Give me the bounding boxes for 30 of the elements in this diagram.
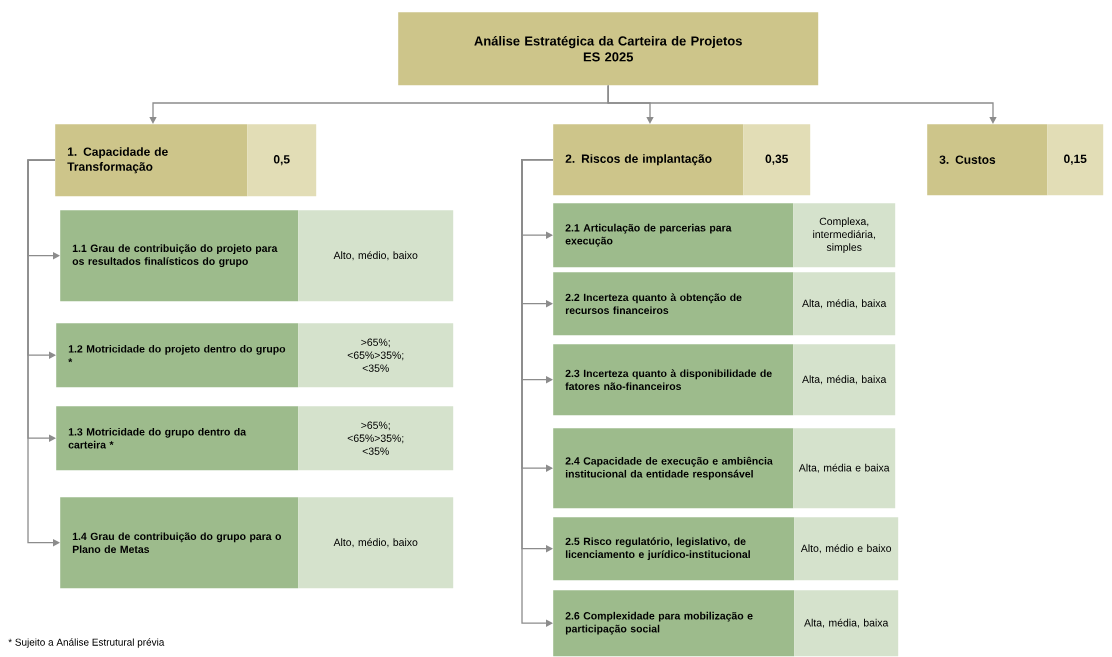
subcriterion-box: 2.4 Capacidade de execução e ambiência institucional da entidade responsável Alta, média e baixa [553,428,896,509]
criterion-box: 1. Capacidade de Transformação 0,5 [55,124,317,197]
subcriterion-box: 2.6 Complexidade para mobilização e participação social Alta, média, baixa [553,590,899,657]
node-label: Alto, médio e baixo [800,544,892,554]
subcriterion-box: 2.3 Incerteza quanto à disponibilidade de fatores não-financeiros Alta, média, baixa [553,344,896,416]
arrow [521,159,554,627]
subcriterion-box: 2.5 Risco regulatório, legislativo, de licenciamento e jurídico-institucional Alto, médio e baixo [553,517,899,581]
subcriterion-box: 1.1 Grau de contribuição do projeto para os resultados finalísticos do grupo Alto, médio, baixo [60,210,454,302]
criterion-box: 3. Custos 0,15 [927,124,1104,196]
node-label: Alto, médio, baixo [333,538,418,548]
node-label: 0,5 [273,155,290,166]
node-label: Alta, média, baixa [802,299,887,309]
subcriterion-box: 1.2 Motricidade do projeto dentro do grupo * >65%; <65%>35%; <35% [56,323,454,388]
arrow [607,84,997,124]
title-box: Análise Estratégica da Carteira de Projetos ES 2025 [398,12,819,86]
node-label: Alta, média, baixa [802,375,887,385]
node-label: Alta, média, baixa [804,618,889,628]
subcriterion-box: 2.2 Incerteza quanto à obtenção de recursos financeiros Alta, média, baixa [553,272,896,336]
node-label: Alto, médio, baixo [333,251,418,261]
node-label: >65%; <65%>35%; <35% [347,421,404,455]
node-label: Complexa, intermediária, simples [813,217,875,254]
criterion-box: 2. Riscos de implantação 0,35 [553,124,811,196]
subcriterion-box: 2.1 Articulação de parcerias para execução Complexa, intermediária, simples [553,203,896,268]
subcriterion-box: 1.3 Motricidade do grupo dentro da carteira * >65%; <65%>35%; <35% [56,406,454,471]
node-label: 0,15 [1064,154,1087,165]
node-label: Alta, média e baixa [798,463,890,473]
node-label: 0,35 [765,154,788,165]
footnote: * Sujeito a Análise Estrutural prévia [8,638,165,648]
node-label: >65%; <65%>35%; <35% [347,338,404,372]
subcriterion-box: 1.4 Grau de contribuição do grupo para o Plano de Metas Alto, médio, baixo [60,497,454,589]
